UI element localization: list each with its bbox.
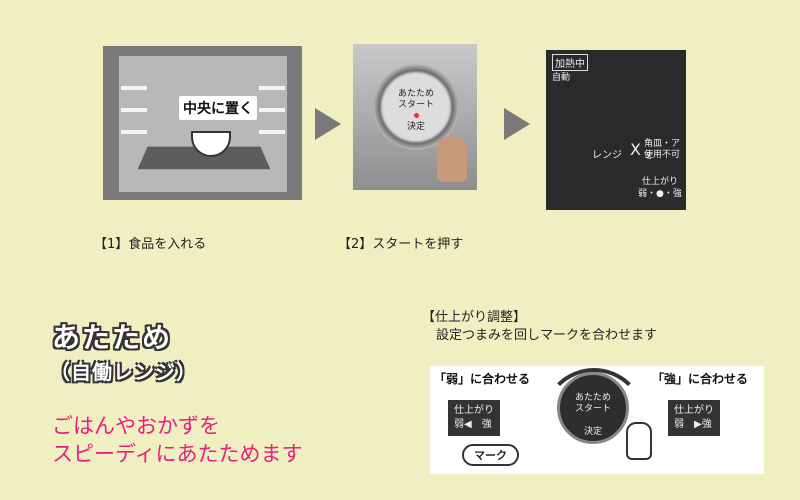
step2-label: 【2】スタートを押す: [338, 237, 464, 252]
dial-text-2: スタート: [397, 100, 434, 110]
finish-scale: 弱・●・強: [638, 189, 682, 199]
hand-pointer-icon: [626, 422, 652, 460]
step1-label: 【1】食品を入れる: [94, 237, 207, 252]
arrow-right-icon: [504, 108, 530, 140]
strong-display-line-2: 弱 ▶強: [674, 419, 712, 430]
step1-oven-image: 中央に置く: [103, 46, 302, 200]
strong-label: 「強」に合わせる: [652, 372, 749, 386]
center-sign: 中央に置く: [179, 96, 257, 120]
indicator-dot: [413, 113, 419, 118]
auto-text: 自動: [552, 73, 571, 83]
range-text: レンジ: [592, 150, 622, 161]
finger-icon: [437, 136, 467, 182]
page-title: あたため: [52, 321, 173, 354]
weak-label: 「弱」に合わせる: [434, 372, 531, 386]
rack-left: [121, 130, 147, 134]
step3-display-image: 加熱中 自動 レンジ X 角皿・アミ 使用不可 仕上がり 弱・●・強: [546, 50, 686, 210]
no-use-text: 使用不可: [644, 150, 681, 160]
dial-text-1: あたため: [397, 89, 434, 99]
rack-left: [121, 108, 147, 112]
oven-cavity: 中央に置く: [119, 56, 287, 192]
description-line-2: スピーディにあたためます: [52, 442, 303, 466]
dial-face: あたため スタート 決定: [384, 75, 448, 139]
no-tray-text: 角皿・アミ: [644, 139, 681, 162]
mark-bubble: マーク: [462, 444, 519, 466]
strong-display-line-1: 仕上がり: [674, 405, 714, 416]
weak-display-line-1: 仕上がり: [454, 405, 494, 416]
rack-right: [259, 86, 285, 90]
adjust-body: 設定つまみを回しマークを合わせます: [436, 328, 658, 343]
dial-ring: あたため スタート 決定: [373, 64, 459, 150]
dial-text-3: 決定: [406, 122, 425, 132]
x-mark: X: [630, 140, 641, 159]
knob-text-1: あたため: [574, 393, 611, 403]
description-line-1: ごはんやおかずを: [52, 414, 220, 438]
rack-right: [259, 130, 285, 134]
knob-text-2: スタート: [574, 404, 611, 414]
adjust-diagram: 「弱」に合わせる 「強」に合わせる 仕上がり 弱◀ 強 仕上がり 弱 ▶強 あた…: [430, 366, 764, 474]
knob-text-3: 決定: [583, 427, 602, 437]
rotate-arc-icon: [542, 368, 646, 472]
rice-bowl-icon: [191, 131, 231, 157]
heating-badge: 加熱中: [552, 54, 588, 71]
finish-text: 仕上がり: [642, 177, 679, 187]
page-subtitle: （自働レンジ）: [50, 360, 197, 384]
weak-display-line-2: 弱◀ 強: [454, 419, 492, 430]
step2-dial-image: あたため スタート 決定: [353, 44, 477, 190]
arrow-right-icon: [315, 108, 341, 140]
adjust-title: 【仕上がり調整】: [422, 310, 527, 325]
weak-display: 仕上がり 弱◀ 強: [448, 400, 500, 436]
rack-left: [121, 86, 147, 90]
rack-right: [259, 108, 285, 112]
description: ごはんやおかずを スピーディにあたためます: [52, 412, 303, 468]
strong-display: 仕上がり 弱 ▶強: [668, 400, 720, 436]
setting-knob: あたため スタート 決定: [557, 372, 629, 444]
